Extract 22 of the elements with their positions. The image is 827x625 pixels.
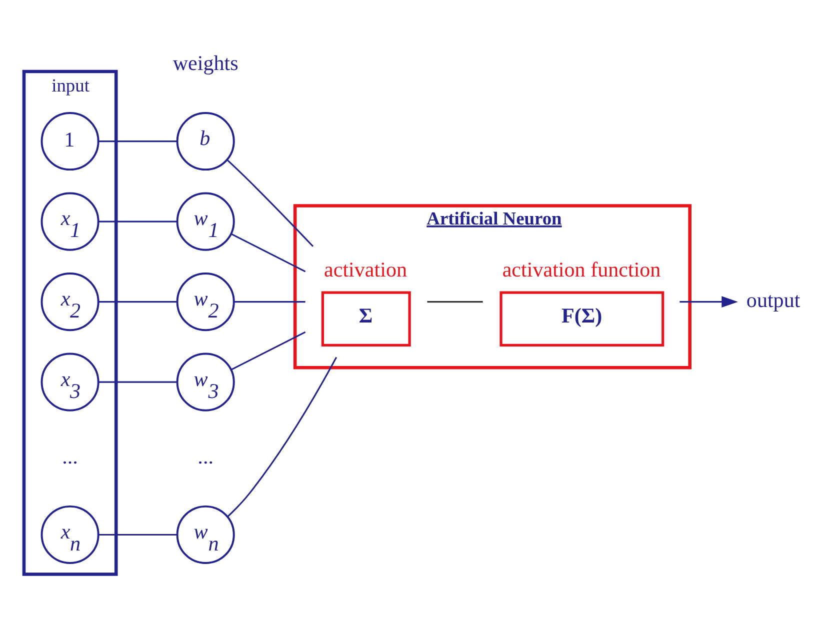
connector — [98, 140, 178, 142]
label: ... — [62, 444, 78, 468]
connector — [98, 533, 178, 536]
node-box: Σ — [321, 290, 411, 346]
connector — [98, 300, 178, 302]
label: ... — [198, 444, 214, 468]
node-circle: b — [176, 112, 235, 170]
connector — [98, 380, 178, 382]
connector — [230, 232, 306, 272]
node-label: activation — [324, 257, 408, 282]
node-box: F(Σ) — [500, 290, 664, 346]
node-text: output — [746, 287, 800, 312]
connector — [234, 300, 306, 302]
connector — [227, 356, 338, 517]
label: weights — [172, 50, 238, 74]
connector — [230, 330, 306, 370]
node-circle: 1 — [40, 112, 100, 170]
connector — [226, 158, 314, 246]
connector — [427, 300, 483, 302]
node-label: activation function — [502, 257, 661, 282]
connector — [98, 220, 178, 222]
arrow — [680, 296, 738, 308]
